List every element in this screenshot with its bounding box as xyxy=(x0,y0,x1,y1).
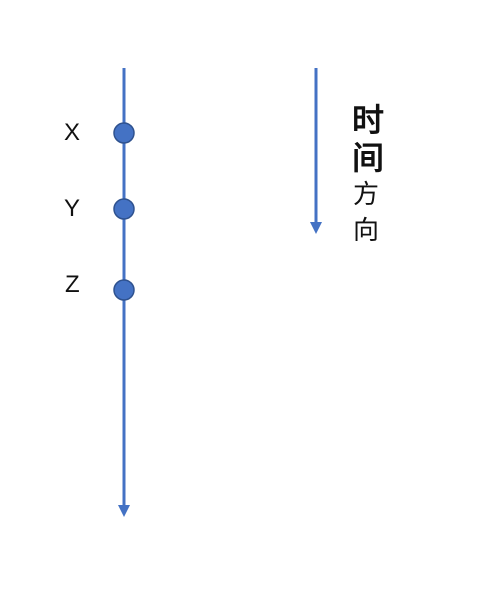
node-y-marker xyxy=(113,198,135,220)
time-caption-char-3: 方 xyxy=(353,180,380,210)
node-x-marker xyxy=(113,122,135,144)
time-axis-arrow-down-icon xyxy=(310,222,322,234)
time-caption-char-4: 向 xyxy=(353,216,380,246)
node-x-label: X xyxy=(64,119,81,146)
time-caption-char-1: 时 xyxy=(352,101,385,139)
node-y-label: Y xyxy=(64,195,81,222)
time-caption-char-2: 间 xyxy=(352,139,385,177)
node-z-label: Z xyxy=(65,271,80,298)
node-z-marker xyxy=(113,279,135,301)
main-axis-arrow-down-icon xyxy=(118,505,130,517)
